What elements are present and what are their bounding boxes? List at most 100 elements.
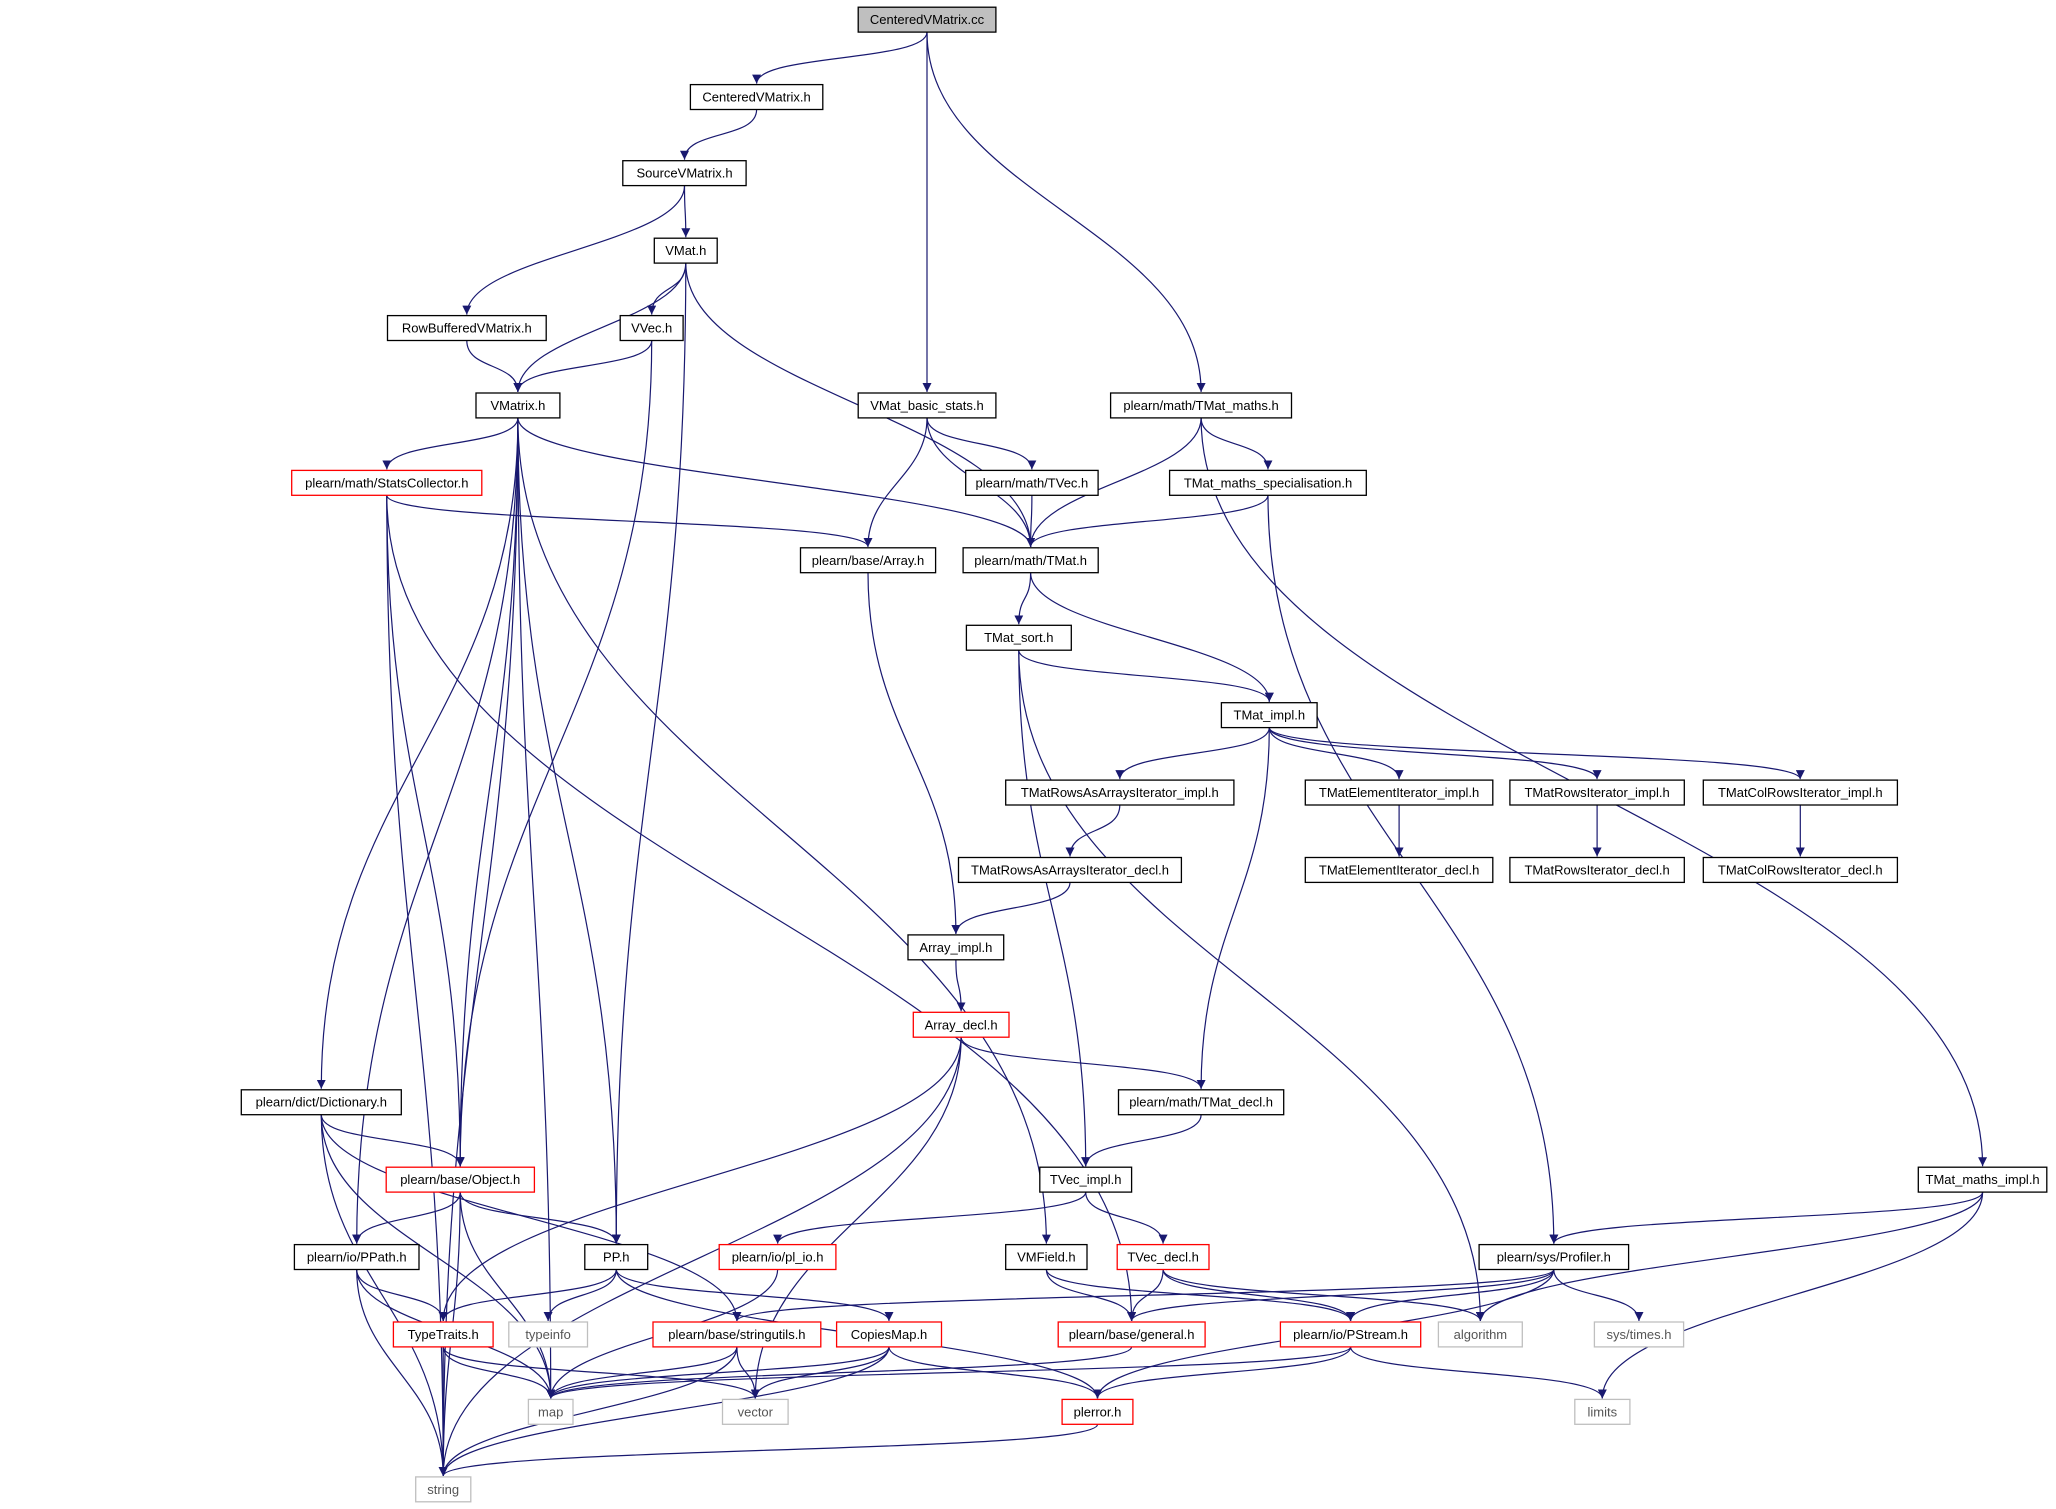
node-vmat_h[interactable]: VMat.h [653, 237, 718, 264]
node-plio_h[interactable]: plearn/io/pl_io.h [718, 1243, 837, 1271]
edge-object_h-to-ppath_h [352, 1192, 461, 1244]
node-tmdecl_h[interactable]: plearn/math/TMat_decl.h [1117, 1089, 1285, 1116]
node-tmat_h[interactable]: plearn/math/TMat.h [962, 547, 1099, 574]
node-box [386, 314, 547, 342]
node-label: TMatElementIterator_decl.h [1319, 863, 1479, 878]
node-tri_h[interactable]: TMatRowsIterator_impl.h [1509, 779, 1685, 806]
node-typetraits_h[interactable]: TypeTraits.h [392, 1321, 494, 1348]
node-label: plearn/base/Array.h [812, 553, 925, 568]
edge-tmimpl_h-to-tcri_h [1268, 727, 1805, 780]
node-tvimpl_h[interactable]: TVec_impl.h [1039, 1166, 1133, 1193]
node-tmimpl_h[interactable]: TMat_impl.h [1220, 702, 1318, 729]
node-tcrid_h[interactable]: TMatColRowsIterator_decl.h [1702, 856, 1899, 884]
edge-copiesmap_h-to-plerror_h [888, 1346, 1102, 1399]
node-label: plearn/math/TVec.h [976, 475, 1089, 490]
edge-dict_h-to-stringutils_h [320, 1114, 742, 1322]
node-general_h[interactable]: plearn/base/general.h [1057, 1321, 1206, 1348]
node-svm_h[interactable]: SourceVMatrix.h [622, 160, 747, 187]
edge-layer [316, 31, 1988, 1477]
node-profiler_h[interactable]: plearn/sys/Profiler.h [1478, 1243, 1630, 1271]
edge-vmatrix_h-to-stats_h [382, 417, 519, 470]
node-plerror_h[interactable]: plerror.h [1061, 1398, 1134, 1425]
node-box [857, 6, 997, 33]
node-arrimpl_h[interactable]: Array_impl.h [907, 934, 1005, 961]
edge-root-to-cvm_h [752, 31, 928, 84]
node-label: TMat_sort.h [984, 630, 1053, 645]
node-vmbs_h[interactable]: VMat_basic_stats.h [857, 392, 997, 419]
node-box [1304, 779, 1494, 806]
edge-profiler_h-to-stringutils_h [732, 1268, 1555, 1322]
node-array_h[interactable]: plearn/base/Array.h [799, 547, 937, 574]
node-vmfield_h[interactable]: VMField.h [1005, 1243, 1088, 1271]
node-systimes[interactable]: sys/times.h [1593, 1321, 1685, 1348]
node-label: plearn/base/general.h [1069, 1327, 1195, 1342]
node-label: limits [1587, 1404, 1617, 1419]
node-dict_h[interactable]: plearn/dict/Dictionary.h [240, 1089, 402, 1116]
edge-vmatrix_h-to-pp_h [517, 417, 621, 1244]
node-teid_h[interactable]: TMatElementIterator_decl.h [1304, 856, 1494, 884]
node-label: CopiesMap.h [851, 1327, 928, 1342]
node-traii_h[interactable]: TMatRowsAsArraysIterator_impl.h [1005, 779, 1235, 806]
node-ppath_h[interactable]: plearn/io/PPath.h [293, 1243, 420, 1271]
node-root[interactable]: CenteredVMatrix.cc [857, 6, 997, 33]
node-label: plerror.h [1074, 1404, 1122, 1419]
node-box [1057, 1321, 1206, 1348]
node-box [721, 1398, 789, 1425]
node-tvec_h[interactable]: plearn/math/TVec.h [965, 469, 1099, 496]
node-tmsort_h[interactable]: TMat_sort.h [965, 624, 1072, 651]
node-box [1220, 702, 1318, 729]
node-cvm_h[interactable]: CenteredVMatrix.h [689, 83, 824, 111]
node-pstream_h[interactable]: plearn/io/PStream.h [1279, 1321, 1422, 1348]
edge-pp_h-to-copiesmap_h [615, 1269, 894, 1322]
edge-tmimpl_h-to-teii_h [1268, 727, 1404, 780]
edge-pp_h-to-typetraits_h [438, 1269, 617, 1322]
edge-tvimpl_h-to-plio_h [773, 1191, 1087, 1244]
edge-tmsort_h-to-tmimpl_h [1018, 650, 1274, 702]
edge-tmmimpl_h-to-limits [1597, 1192, 1984, 1399]
edge-arrimpl_h-to-arrdecl_h [955, 959, 966, 1012]
node-stats_h[interactable]: plearn/math/StatsCollector.h [291, 469, 483, 496]
edge-stats_h-to-object_h [386, 495, 465, 1167]
node-tcri_h[interactable]: TMatColRowsIterator_impl.h [1702, 779, 1899, 806]
node-label: plearn/dict/Dictionary.h [256, 1095, 387, 1110]
node-pp_h[interactable]: PP.h [584, 1243, 649, 1271]
node-trid_h[interactable]: TMatRowsIterator_decl.h [1509, 856, 1685, 884]
node-label: plearn/io/PStream.h [1293, 1327, 1408, 1342]
node-stringutils_h[interactable]: plearn/base/stringutils.h [652, 1321, 822, 1348]
node-copiesmap_h[interactable]: CopiesMap.h [835, 1321, 943, 1348]
edge-vmbs_h-to-array_h [863, 417, 928, 547]
edge-typetraits_h-to-map [442, 1346, 556, 1399]
node-object_h[interactable]: plearn/base/Object.h [385, 1166, 536, 1193]
node-traid_h[interactable]: TMatRowsAsArraysIterator_decl.h [957, 856, 1183, 884]
edge-ppath_h-to-string [356, 1269, 448, 1476]
node-vector[interactable]: vector [721, 1398, 789, 1425]
edge-vmfield_h-to-pstream_h [1045, 1269, 1356, 1322]
node-tmmimpl_h[interactable]: TMat_maths_impl.h [1917, 1166, 2048, 1193]
node-limits[interactable]: limits [1574, 1398, 1631, 1425]
node-arrdecl_h[interactable]: Array_decl.h [912, 1011, 1010, 1038]
node-vvec_h[interactable]: VVec.h [619, 314, 684, 342]
node-label: VMat.h [665, 243, 706, 258]
node-tmaths_h[interactable]: plearn/math/TMat_maths.h [1109, 392, 1293, 419]
node-typeinfo[interactable]: typeinfo [508, 1321, 589, 1348]
node-vmatrix_h[interactable]: VMatrix.h [475, 392, 561, 419]
node-box [1304, 856, 1494, 884]
node-box [1116, 1243, 1210, 1271]
node-algorithm[interactable]: algorithm [1437, 1321, 1523, 1348]
node-box [1702, 856, 1899, 884]
node-string[interactable]: string [415, 1476, 472, 1503]
node-label: plearn/base/Object.h [400, 1172, 520, 1187]
node-rbvm_h[interactable]: RowBufferedVMatrix.h [386, 314, 547, 342]
node-tmspec_h[interactable]: TMat_maths_specialisation.h [1168, 469, 1367, 496]
node-box [689, 83, 824, 111]
edge-stringutils_h-to-string [438, 1346, 738, 1476]
node-label: TMat_maths_specialisation.h [1184, 475, 1352, 490]
node-tvdecl_h[interactable]: TVec_decl.h [1116, 1243, 1210, 1271]
node-label: map [538, 1404, 563, 1419]
edge-dict_h-to-map [320, 1114, 556, 1399]
node-box [619, 314, 684, 342]
node-teii_h[interactable]: TMatElementIterator_impl.h [1304, 779, 1494, 806]
node-map[interactable]: map [527, 1398, 574, 1425]
edge-profiler_h-to-pstream_h [1346, 1269, 1555, 1322]
